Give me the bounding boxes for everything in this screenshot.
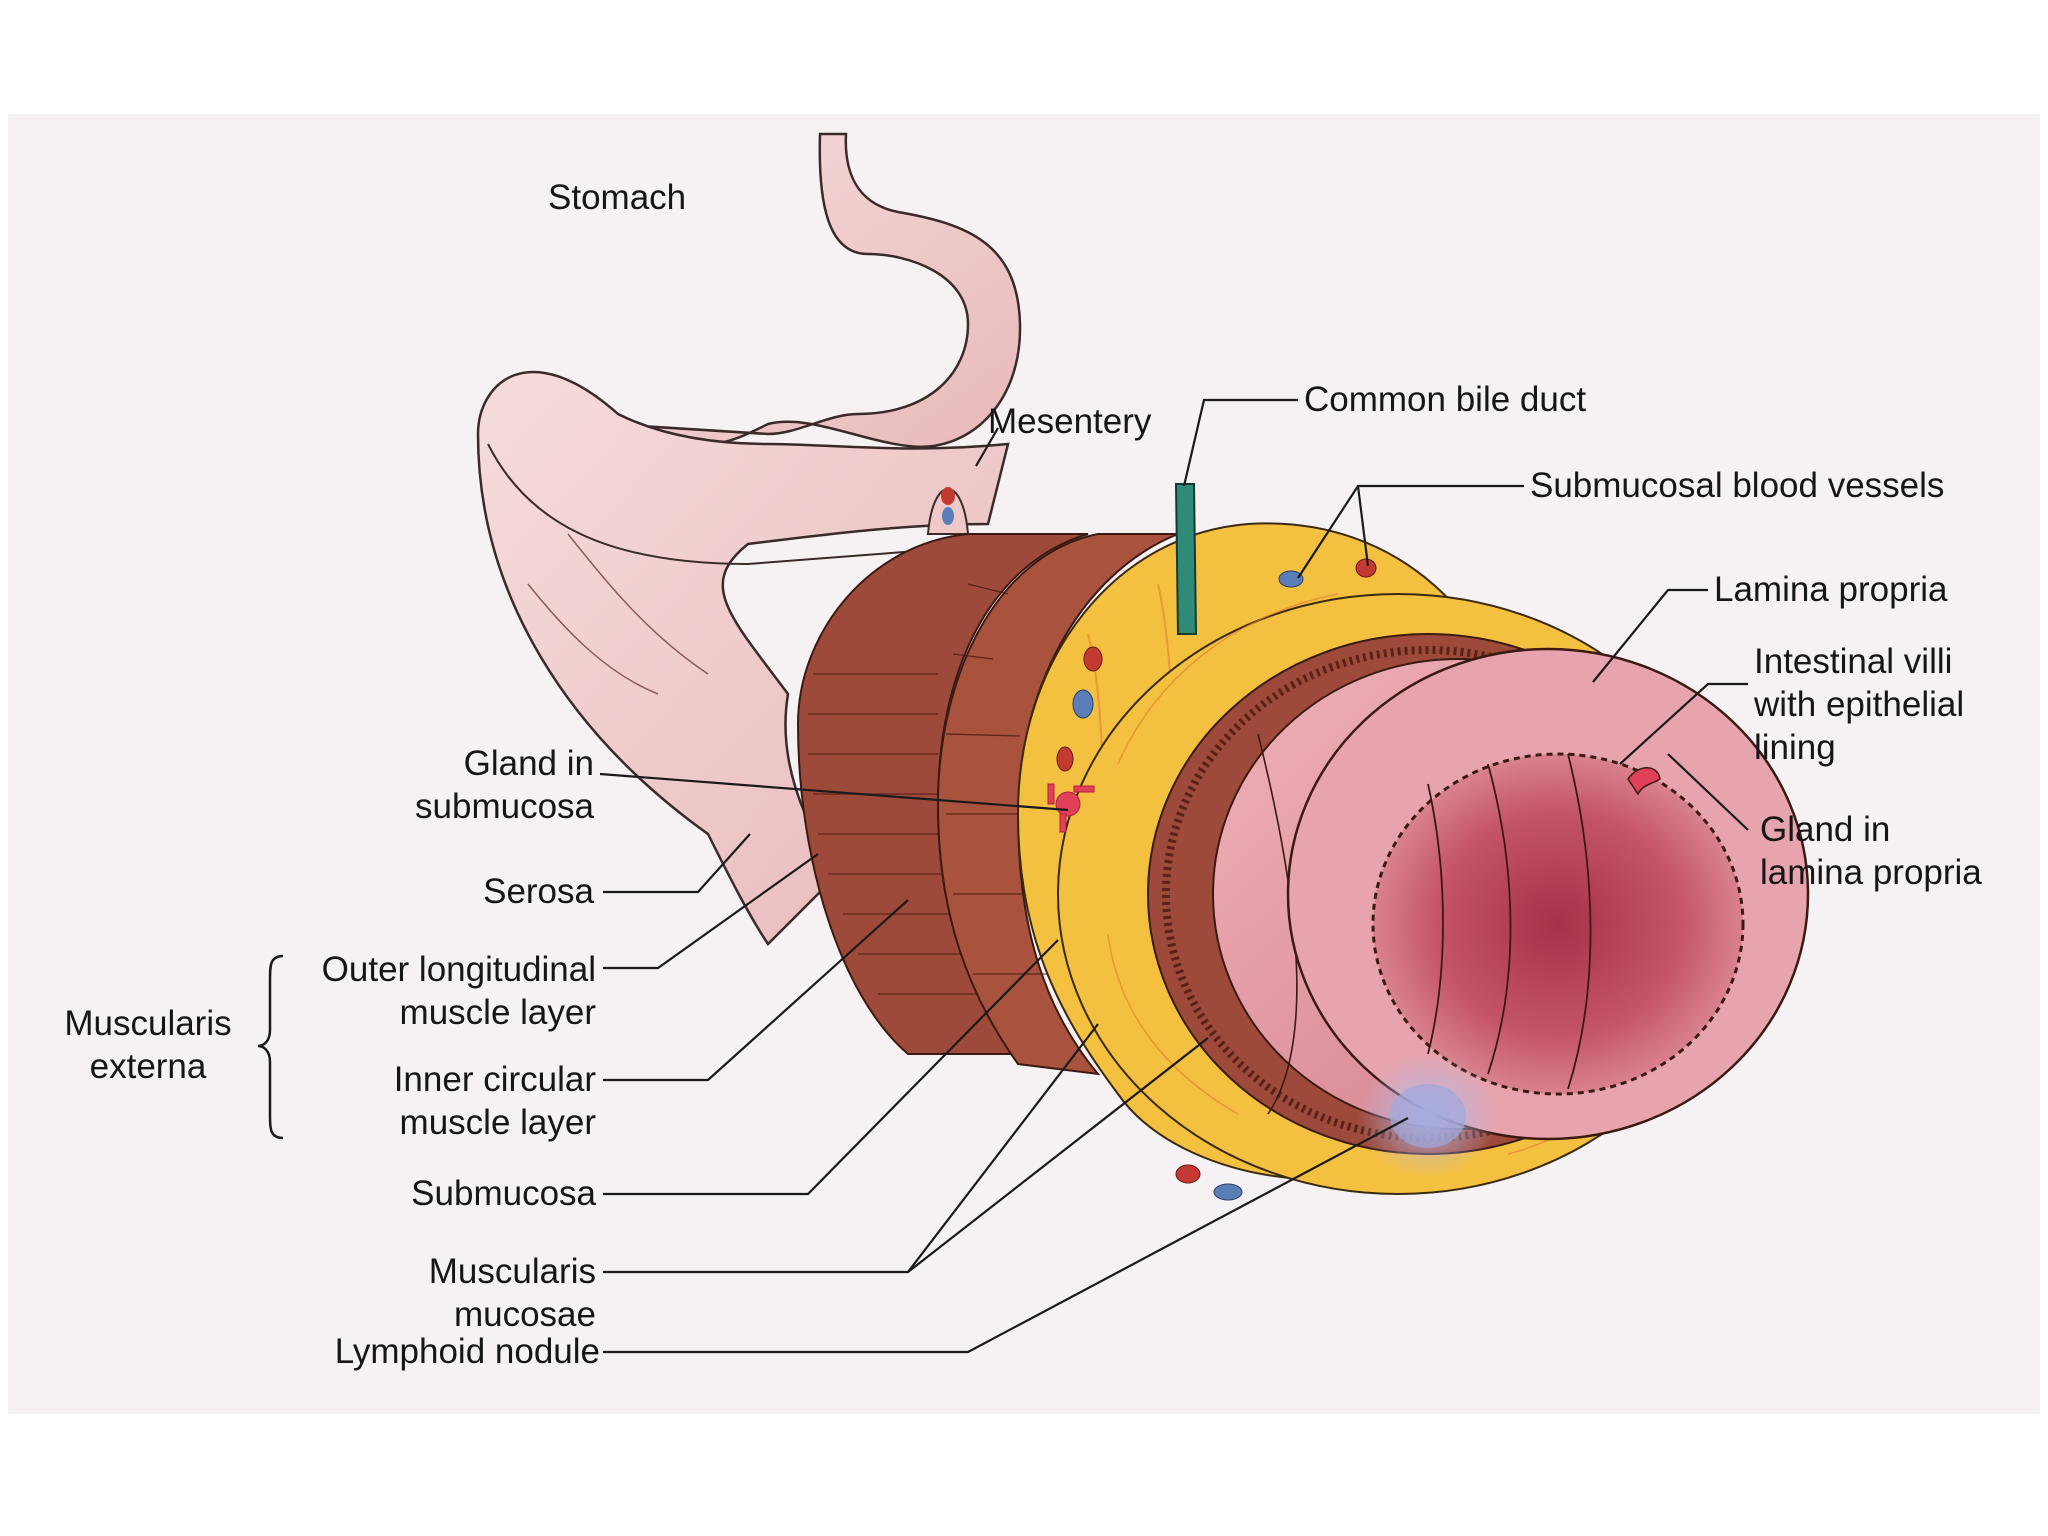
- serosa-tube: [476, 370, 1010, 946]
- label-intestinal-villi-line2: with epithelial: [1754, 685, 1965, 724]
- label-inner-circular-line1: Inner circular: [393, 1060, 596, 1099]
- label-serosa: Serosa: [483, 872, 594, 911]
- intestinal-lumen: [1371, 752, 1745, 1096]
- label-muscularis-mucosae-line1: Muscularis: [428, 1252, 596, 1291]
- figure-panel: Stomach Mesentery Common bile duct Submu…: [8, 114, 2040, 1414]
- label-gland-lamina-line2: lamina propria: [1760, 853, 1982, 892]
- label-inner-circular-line2: muscle layer: [399, 1103, 596, 1142]
- label-intestinal-villi-line1: Intestinal villi: [1754, 642, 1953, 681]
- label-gland-submucosa-line2: submucosa: [415, 787, 594, 826]
- label-intestinal-villi-line3: lining: [1754, 728, 1836, 767]
- label-gland-lamina-propria: Gland in lamina propria: [1760, 808, 1982, 894]
- label-muscularis-mucosae: Muscularis mucosae: [348, 1250, 596, 1336]
- label-gland-lamina-line1: Gland in: [1760, 810, 1891, 849]
- label-mesentery: Mesentery: [988, 402, 1152, 441]
- label-lamina-propria: Lamina propria: [1714, 570, 1948, 609]
- label-outer-longitudinal: Outer longitudinal muscle layer: [278, 948, 596, 1034]
- label-muscularis-externa-line1: Muscularis: [64, 1004, 232, 1043]
- label-muscularis-mucosae-line2: mucosae: [453, 1295, 596, 1334]
- label-stomach: Stomach: [548, 178, 687, 217]
- label-gland-submucosa: Gland in submucosa: [388, 742, 594, 828]
- common-bile-duct: [1174, 483, 1198, 635]
- label-common-bile-duct: Common bile duct: [1304, 380, 1587, 419]
- label-muscularis-externa: Muscularis externa: [48, 1002, 248, 1088]
- label-inner-circular: Inner circular muscle layer: [308, 1058, 596, 1144]
- muscularis-externa-brace: [257, 954, 284, 1140]
- label-gland-submucosa-line1: Gland in: [463, 744, 594, 783]
- label-lymphoid-nodule: Lymphoid nodule: [334, 1332, 600, 1371]
- label-muscularis-externa-line2: externa: [89, 1047, 207, 1086]
- label-outer-longitudinal-line2: muscle layer: [399, 993, 596, 1032]
- label-submucosa: Submucosa: [411, 1174, 596, 1213]
- submucosal-blood-vessels: [1056, 558, 1377, 1201]
- label-intestinal-villi: Intestinal villi with epithelial lining: [1754, 640, 1964, 769]
- leader-lines: [599, 398, 1749, 1354]
- label-submucosal-blood-vessels: Submucosal blood vessels: [1530, 466, 1945, 505]
- label-outer-longitudinal-line1: Outer longitudinal: [321, 950, 596, 989]
- gland-lamina-propria: [1627, 767, 1661, 796]
- intestine-illustration: [257, 132, 1810, 1354]
